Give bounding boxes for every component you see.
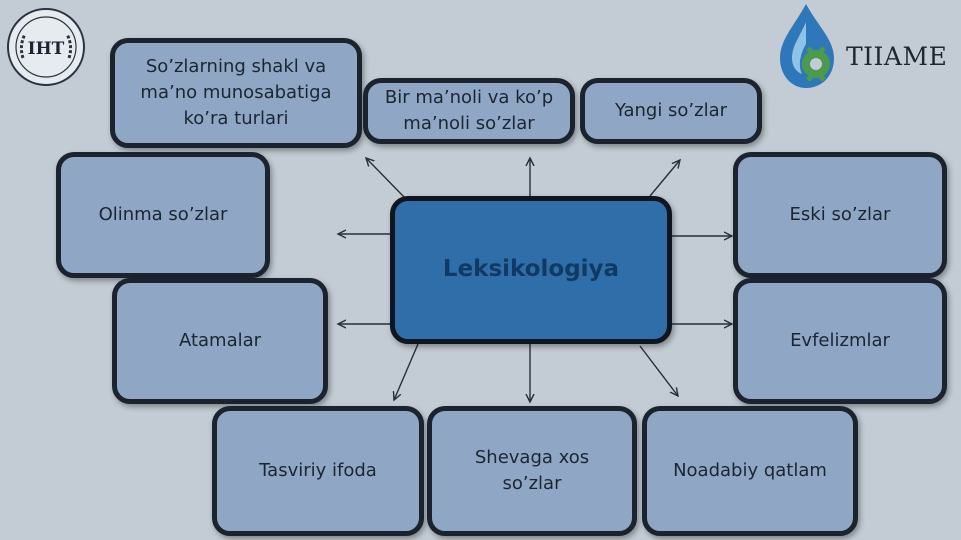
arrow-to-tasviriy <box>394 343 419 400</box>
arrow-to-noadabiy <box>639 345 678 396</box>
node-atamalar: Atamalar <box>112 278 328 404</box>
node-shakl-munosabat: So’zlarning shakl va ma’no munosabatiga … <box>110 38 362 148</box>
node-yangi-sozlar: Yangi so’zlar <box>580 78 762 144</box>
node-bir-kop-manoli: Bir ma’noli va ko’p ma’noli so’zlar <box>363 78 575 144</box>
arrow-to-shakl <box>366 158 406 199</box>
node-tasviriy-ifoda: Tasviriy ifoda <box>212 406 424 536</box>
tiiame-drop-icon <box>780 4 834 88</box>
node-evfelizmlar: Evfelizmlar <box>733 278 947 404</box>
iht-logo-text: IHT <box>28 39 65 59</box>
node-olinma-sozlar: Olinma so’zlar <box>56 152 270 278</box>
node-eski-sozlar: Eski so’zlar <box>733 152 947 278</box>
node-noadabiy-qatlam: Noadabiy qatlam <box>642 406 858 536</box>
arrow-to-yangi <box>649 160 680 197</box>
tiiame-brand-text: TIIAME <box>846 42 948 71</box>
node-shevaga-xos: Shevaga xos so’zlar <box>427 406 637 536</box>
center-node-leksikologiya: Leksikologiya <box>390 196 672 344</box>
iht-logo: IHT <box>7 8 85 86</box>
